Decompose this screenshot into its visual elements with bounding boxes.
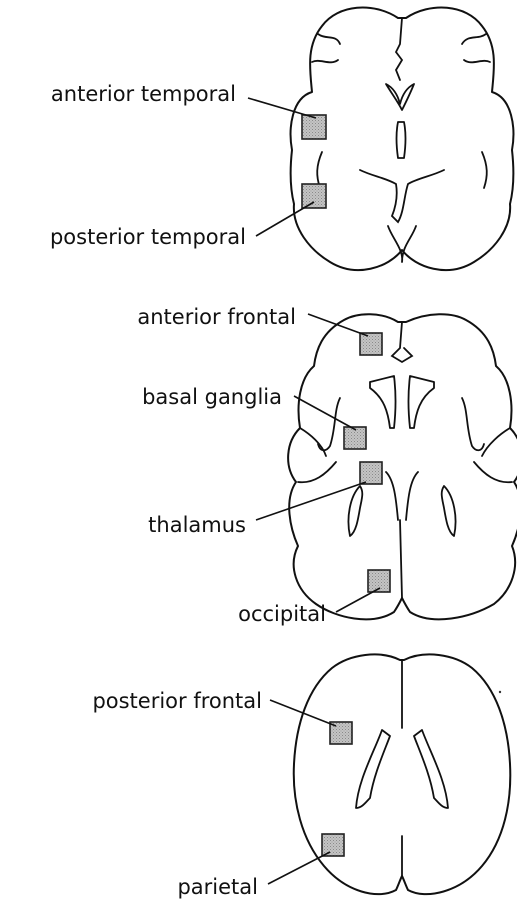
label-posterior-frontal: posterior frontal [92,689,262,713]
roi-posterior-temporal [302,184,326,208]
roi-anterior-frontal [360,333,382,355]
label-occipital: occipital [238,602,326,626]
temporal-ventricle-lower [397,122,406,158]
label-parietal: parietal [177,875,258,899]
stray-dot [499,691,501,693]
brain-slice-parietal [294,654,511,894]
middle-slice-outline [288,314,517,619]
label-basal-ganglia: basal ganglia [142,385,282,409]
label-anterior-frontal: anterior frontal [137,305,296,329]
leader-parietal [268,852,330,884]
roi-thalamus [360,462,382,484]
label-anterior-temporal: anterior temporal [51,82,236,106]
roi-anterior-temporal [302,115,326,139]
label-posterior-temporal: posterior temporal [50,225,246,249]
roi-parietal [322,834,344,856]
brain-slice-basal-ganglia [288,314,517,619]
label-thalamus: thalamus [148,513,246,537]
